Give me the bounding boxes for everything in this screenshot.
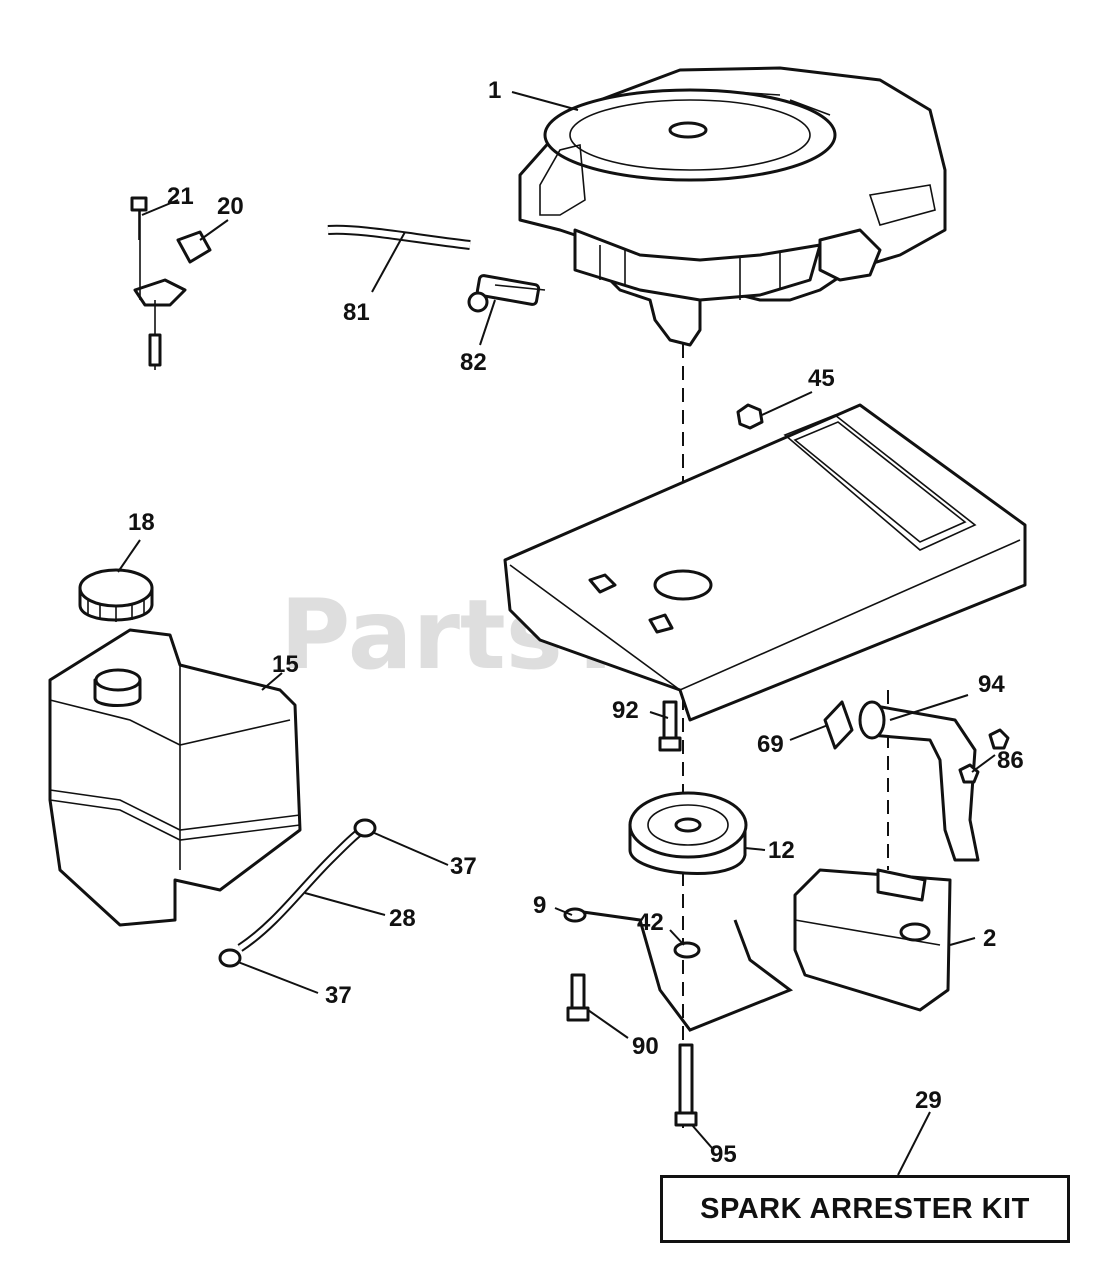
callout-9: 9 (533, 892, 546, 919)
callout-12: 12 (768, 837, 795, 864)
washer-42[interactable] (673, 941, 701, 959)
engine[interactable] (518, 66, 947, 347)
engine-mounting-frame (503, 403, 1027, 722)
nut-45[interactable] (736, 403, 764, 430)
hose-clamp-lower[interactable] (218, 948, 242, 968)
nut-86[interactable] (958, 728, 1010, 784)
throttle-control[interactable] (133, 210, 212, 370)
callout-86: 86 (997, 747, 1024, 774)
exhaust-pipe[interactable] (858, 700, 980, 862)
pulley[interactable] (628, 791, 748, 875)
bolt-90[interactable] (566, 973, 590, 1022)
callout-95: 95 (710, 1141, 737, 1168)
callout-94: 94 (978, 671, 1005, 698)
callout-82: 82 (460, 349, 487, 376)
rod-9[interactable] (563, 907, 794, 1032)
callout-21: 21 (167, 183, 194, 210)
callout-69: 69 (757, 731, 784, 758)
callout-1: 1 (488, 77, 501, 104)
callout-37-upper: 37 (450, 853, 477, 880)
bolt-92[interactable] (658, 700, 682, 752)
fuel-cap[interactable] (78, 568, 154, 622)
callout-92: 92 (612, 697, 639, 724)
fuel-line-upper[interactable] (327, 224, 471, 250)
fuel-tank[interactable] (48, 628, 302, 927)
callout-81: 81 (343, 299, 370, 326)
callout-15: 15 (272, 651, 299, 678)
callout-37-lower: 37 (325, 982, 352, 1009)
bolt-95[interactable] (674, 1043, 698, 1127)
callout-90: 90 (632, 1033, 659, 1060)
callout-18: 18 (128, 509, 155, 536)
callout-45: 45 (808, 365, 835, 392)
gasket-69[interactable] (823, 700, 854, 750)
callout-42: 42 (637, 909, 664, 936)
hose-clamp-upper[interactable] (353, 818, 377, 838)
spark-arrester-kit-label: SPARK ARRESTER KIT (700, 1192, 1030, 1225)
muffler[interactable] (793, 868, 952, 1012)
fuel-fitting[interactable] (467, 274, 546, 313)
spark-arrester-kit-box: SPARK ARRESTER KIT (660, 1175, 1070, 1243)
leader-lines (117, 91, 996, 1176)
callout-20: 20 (217, 193, 244, 220)
callout-2: 2 (983, 925, 996, 952)
bolt-21[interactable] (130, 196, 148, 240)
callout-29: 29 (915, 1087, 942, 1114)
callout-28: 28 (389, 905, 416, 932)
fuel-line-lower[interactable] (237, 824, 368, 952)
